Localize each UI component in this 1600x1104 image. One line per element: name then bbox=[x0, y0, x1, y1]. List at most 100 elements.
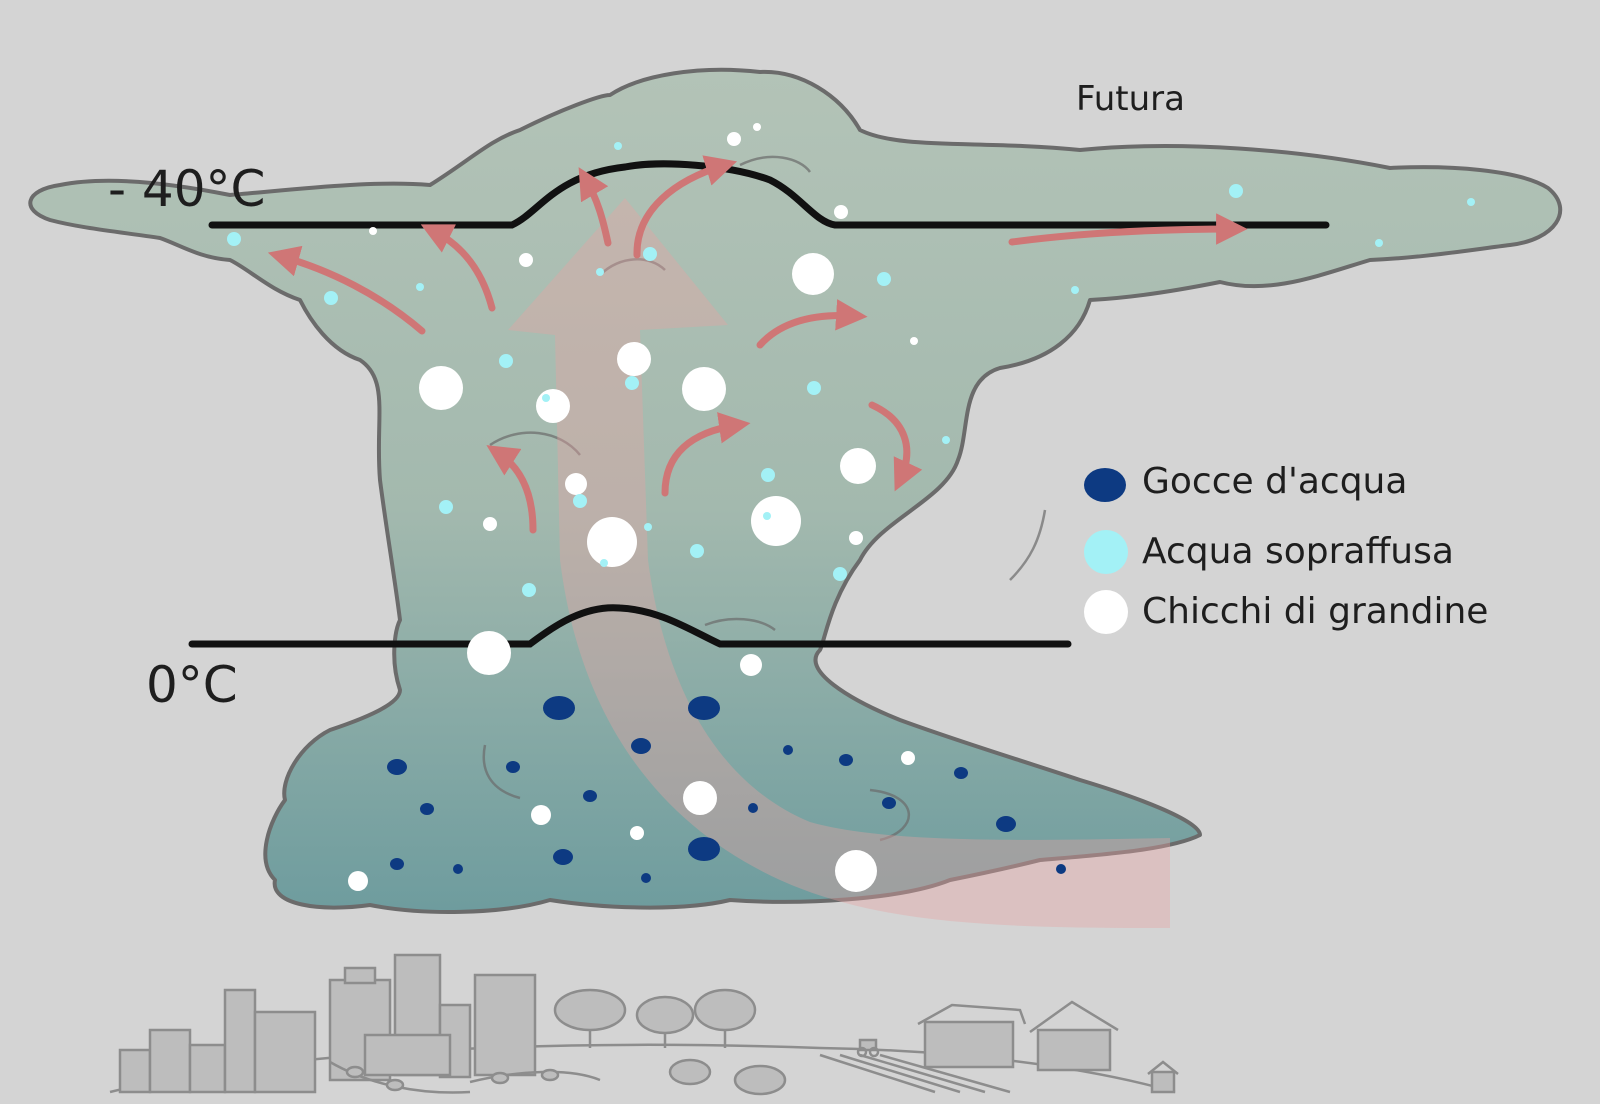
supercooled-droplet bbox=[600, 559, 608, 567]
water-droplet bbox=[387, 759, 407, 775]
circulation-arrows bbox=[267, 155, 1248, 534]
supercooled-droplet bbox=[596, 268, 604, 276]
hailstone-swatch bbox=[1084, 590, 1128, 634]
brand-watermark: Futura bbox=[1076, 79, 1185, 119]
hailstone bbox=[849, 531, 863, 545]
hailstone bbox=[348, 871, 368, 891]
hailstone bbox=[531, 805, 551, 825]
circulation-arrow bbox=[868, 401, 923, 492]
supercooled-droplet bbox=[499, 354, 513, 368]
water-droplet bbox=[1056, 864, 1066, 874]
water-droplet bbox=[954, 767, 968, 779]
water-droplet bbox=[390, 858, 404, 870]
legend-label: Acqua sopraffusa bbox=[1142, 531, 1454, 572]
water-droplet bbox=[641, 873, 651, 883]
circulation-arrow bbox=[1008, 213, 1248, 246]
hailstone bbox=[587, 517, 637, 567]
water-droplet bbox=[882, 797, 896, 809]
city-buildings bbox=[118, 953, 537, 1094]
isotherm-0 bbox=[188, 604, 1072, 648]
supercooled-droplet bbox=[439, 500, 453, 514]
hailstone bbox=[419, 366, 463, 410]
circulation-arrow bbox=[486, 445, 537, 534]
isotherm-top-label: - 40°C bbox=[108, 160, 266, 218]
hailstone bbox=[751, 496, 801, 546]
supercooled-droplet bbox=[227, 232, 241, 246]
water-droplet bbox=[583, 790, 597, 802]
supercooled-droplet bbox=[416, 283, 424, 291]
circulation-arrow bbox=[267, 245, 426, 335]
supercooled-droplet bbox=[877, 272, 891, 286]
hailstone bbox=[840, 448, 876, 484]
supercooled-droplet bbox=[761, 468, 775, 482]
supercooled-water-swatch bbox=[1084, 530, 1128, 574]
cloud-texture-lines bbox=[482, 155, 1047, 842]
supercooled-droplet bbox=[763, 512, 771, 520]
trees bbox=[553, 988, 787, 1096]
water-droplet bbox=[453, 864, 463, 874]
hailstone bbox=[753, 123, 761, 131]
hailstone bbox=[519, 253, 533, 267]
water-droplet bbox=[506, 761, 520, 773]
hailstone bbox=[683, 781, 717, 815]
isotherm-minus-40 bbox=[208, 160, 1330, 229]
supercooled-droplet bbox=[1071, 286, 1079, 294]
isotherm-bottom-label: 0°C bbox=[146, 656, 238, 714]
hailstone bbox=[727, 132, 741, 146]
hailstone bbox=[536, 389, 570, 423]
water-droplet bbox=[631, 738, 651, 754]
hailstone bbox=[617, 342, 651, 376]
supercooled-droplet bbox=[1467, 198, 1475, 206]
hailstone bbox=[682, 367, 726, 411]
circulation-arrow bbox=[756, 299, 868, 349]
circulation-arrow bbox=[420, 224, 496, 312]
legend-label: Chicchi di grandine bbox=[1142, 591, 1489, 632]
water-droplet bbox=[996, 816, 1016, 832]
supercooled-droplet bbox=[542, 394, 550, 402]
legend-label: Gocce d'acqua bbox=[1142, 461, 1408, 502]
circulation-arrow bbox=[633, 155, 738, 259]
supercooled-droplet bbox=[625, 376, 639, 390]
cloud-body bbox=[28, 67, 1563, 914]
hailstone bbox=[630, 826, 644, 840]
supercooled-droplet bbox=[324, 291, 338, 305]
supercooled-droplet bbox=[522, 583, 536, 597]
hailstone bbox=[483, 517, 497, 531]
hailstone bbox=[834, 205, 848, 219]
water-droplet bbox=[783, 745, 793, 755]
supercooled-droplet bbox=[643, 247, 657, 261]
city-and-countryside-landscape bbox=[109, 953, 1179, 1096]
hailstone bbox=[835, 850, 877, 892]
water-droplet bbox=[748, 803, 758, 813]
water-droplet bbox=[553, 849, 573, 865]
supercooled-droplet bbox=[1229, 184, 1243, 198]
hailstone bbox=[369, 227, 377, 235]
supercooled-droplet bbox=[690, 544, 704, 558]
circulation-arrow bbox=[578, 167, 612, 247]
water-droplet bbox=[839, 754, 853, 766]
hailstone bbox=[740, 654, 762, 676]
hailstone bbox=[792, 253, 834, 295]
farm bbox=[819, 1000, 1179, 1094]
water-droplet bbox=[420, 803, 434, 815]
hailstone bbox=[910, 337, 918, 345]
hailstone bbox=[467, 631, 511, 675]
supercooled-droplet bbox=[942, 436, 950, 444]
supercooled-droplet bbox=[573, 494, 587, 508]
supercooled-droplet bbox=[1375, 239, 1383, 247]
supercooled-droplet bbox=[833, 567, 847, 581]
water-drop-swatch bbox=[1084, 468, 1126, 502]
roads-and-cars bbox=[329, 1060, 601, 1094]
particles-layer bbox=[227, 123, 1475, 892]
supercooled-droplet bbox=[614, 142, 622, 150]
water-droplet bbox=[688, 696, 720, 720]
hailstone bbox=[901, 751, 915, 765]
hailstone bbox=[565, 473, 587, 495]
circulation-arrow bbox=[661, 412, 751, 497]
water-droplet bbox=[543, 696, 575, 720]
main-updraft-arrow bbox=[508, 198, 1170, 928]
supercooled-droplet bbox=[807, 381, 821, 395]
supercooled-droplet bbox=[644, 523, 652, 531]
